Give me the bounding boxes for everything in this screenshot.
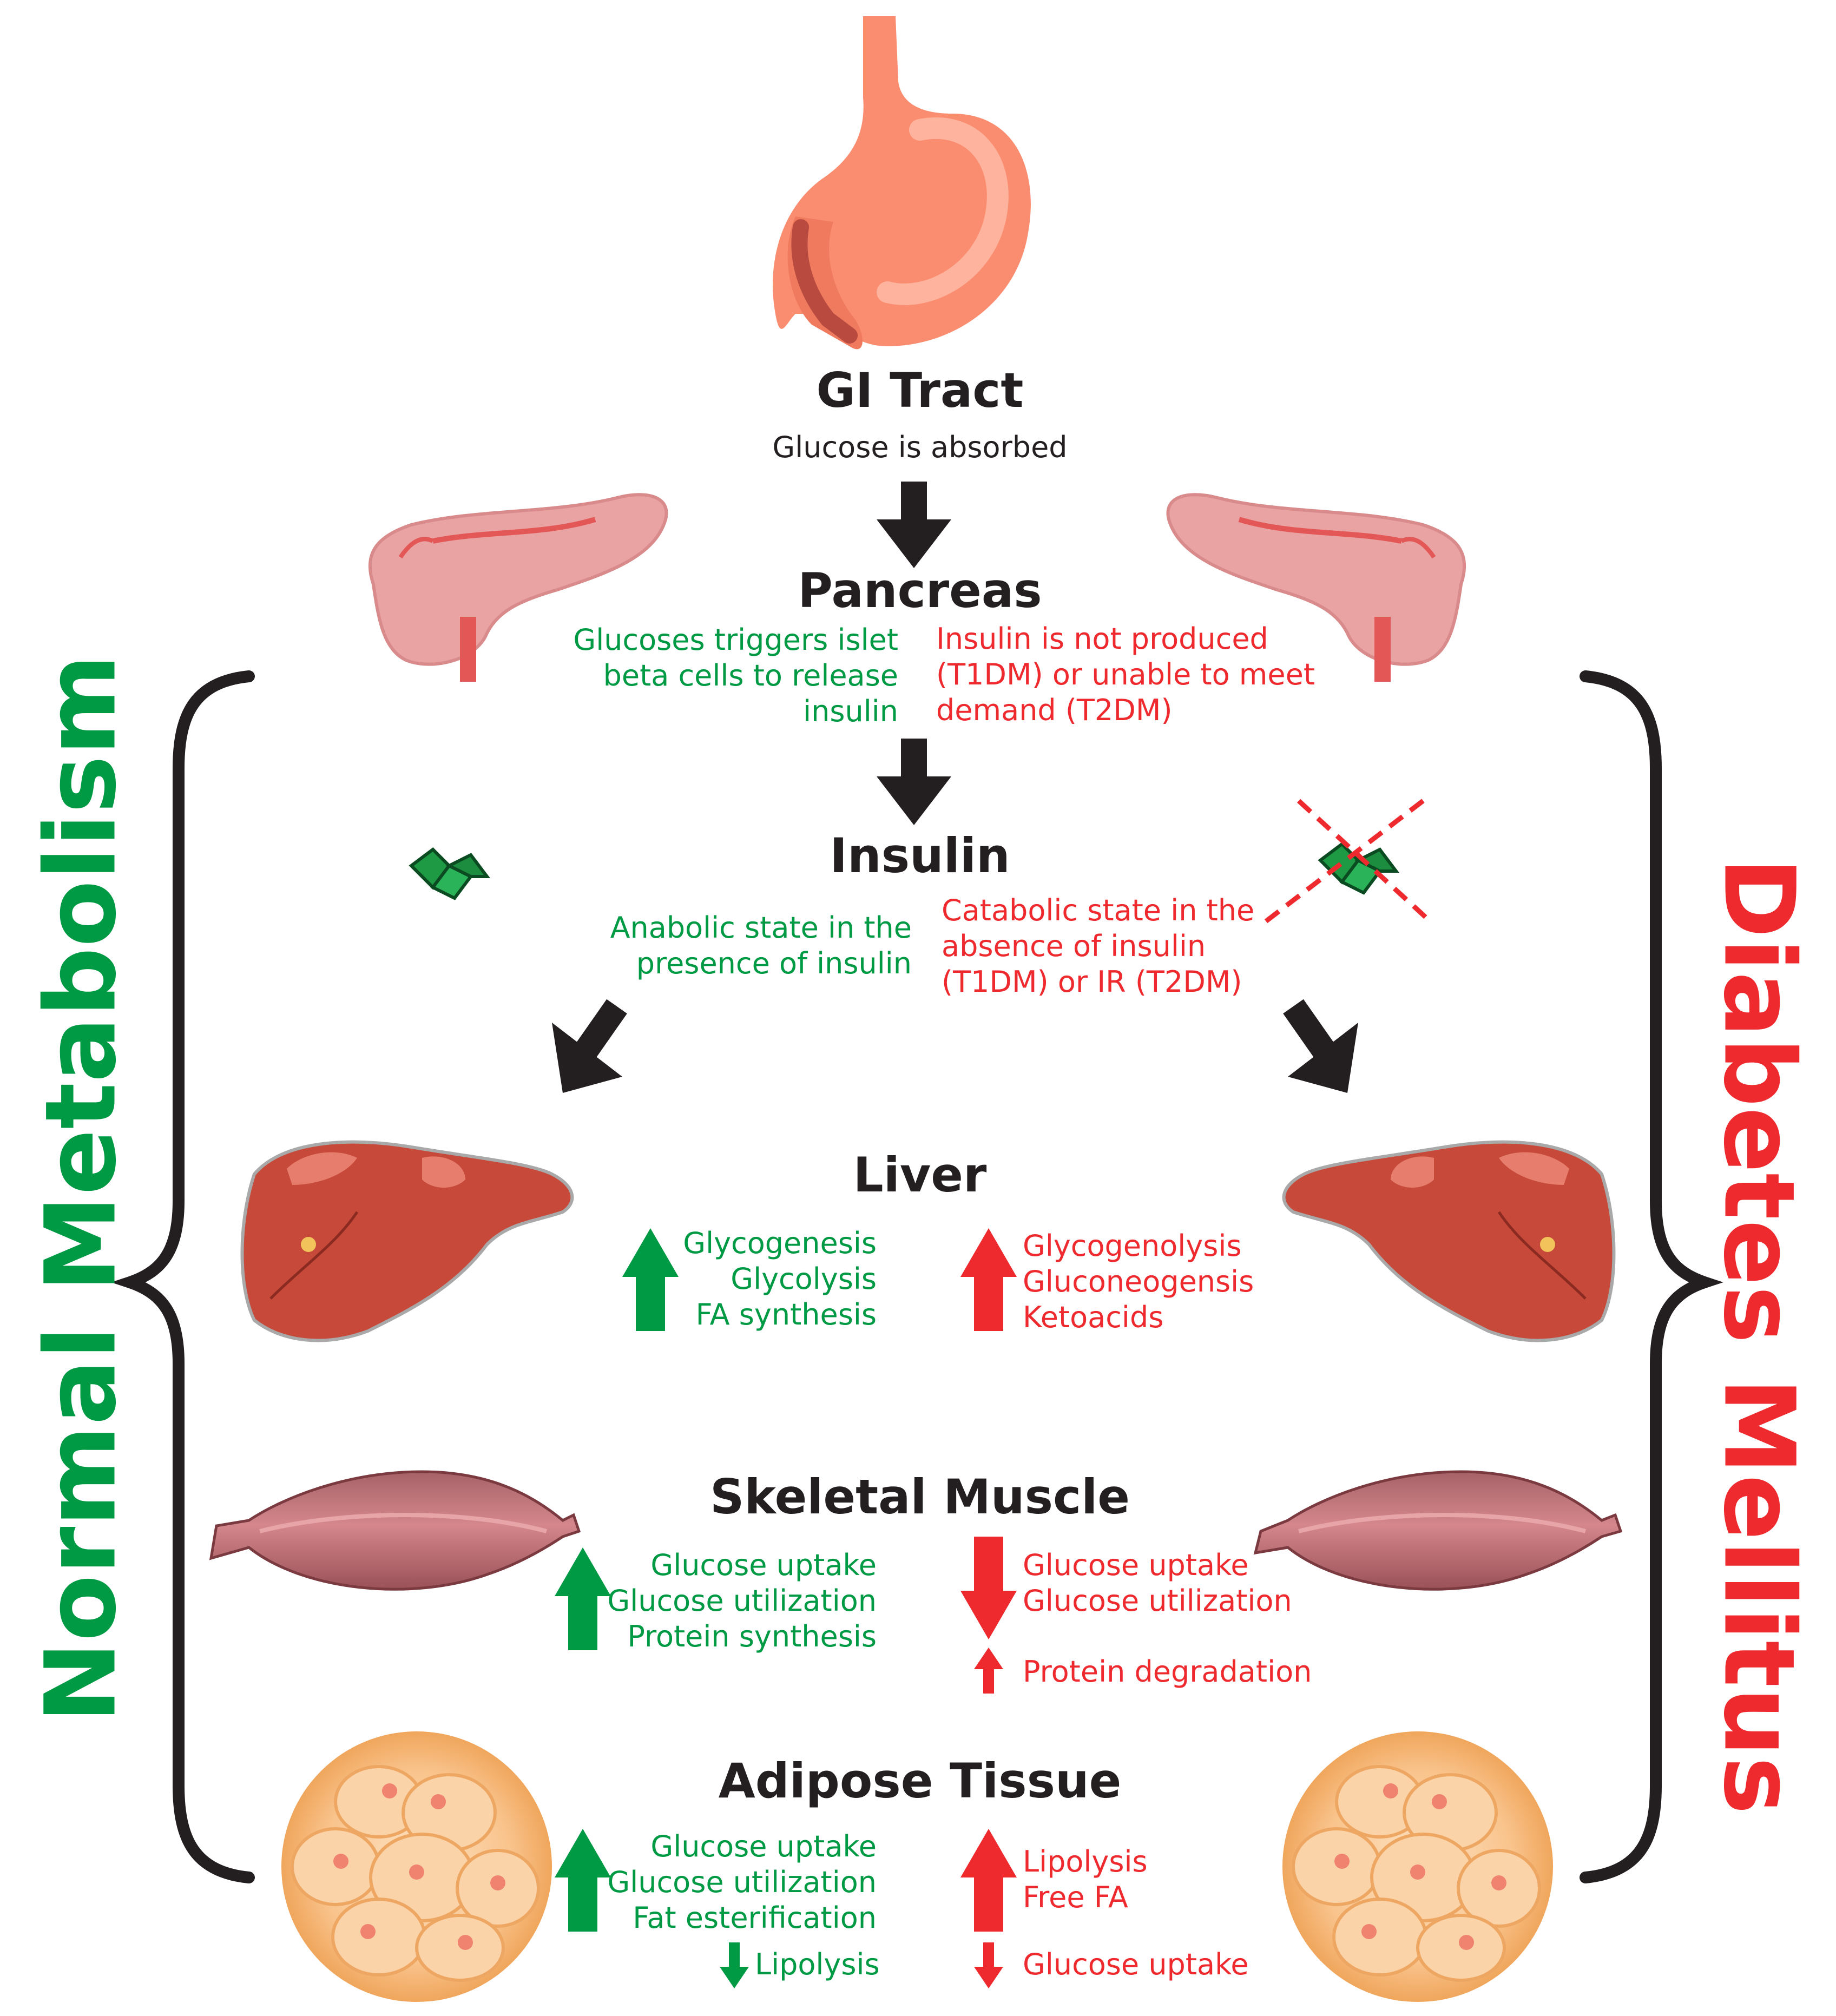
liver-title: Liver	[853, 1147, 987, 1203]
adipose-normal-text: Glucose uptake Glucose utilization Fat e…	[595, 1829, 877, 1936]
liver-normal-text: Glycogenesis Glycolysis FA synthesis	[595, 1226, 877, 1333]
arrow-gi-to-pancreas	[877, 482, 951, 568]
liver-diabetes-line: Gluconeogensis	[1023, 1264, 1254, 1299]
pancreas-normal-line: insulin	[803, 694, 898, 728]
arrow-insulin-to-diabetes	[1283, 999, 1358, 1093]
muscle-normal-line: Glucose utilization	[607, 1584, 877, 1618]
insulin-normal-line: presence of insulin	[636, 946, 912, 980]
liver-up-arrow-red	[960, 1228, 1017, 1331]
insulin-normal-text: Anabolic state in the presence of insuli…	[487, 910, 912, 981]
muscle-normal-line: Glucose uptake	[650, 1548, 877, 1582]
pancreas-title: Pancreas	[798, 563, 1042, 618]
adipose-lipolysis-line: Lipolysis	[755, 1947, 880, 1981]
arrow-insulin-to-normal	[552, 999, 627, 1093]
muscle-diabetes-text: Glucose uptake Glucose utilization	[1023, 1547, 1347, 1619]
gi-tract-title: GI Tract	[816, 363, 1024, 418]
muscle-down-arrow-red	[960, 1537, 1017, 1639]
lipolysis-down-arrow-green	[720, 1942, 749, 1988]
insulin-title: Insulin	[830, 828, 1010, 884]
liver-normal-line: FA synthesis	[695, 1297, 877, 1332]
liver-up-arrow-green	[622, 1228, 679, 1331]
adipose-normal-line: Glucose utilization	[607, 1865, 877, 1899]
gi-tract-subtitle: Glucose is absorbed	[772, 430, 1068, 464]
liver-normal-line: Glycogenesis	[683, 1226, 877, 1260]
protein-degradation-up-arrow	[974, 1648, 1003, 1694]
skeletal-muscle-title: Skeletal Muscle	[710, 1469, 1130, 1525]
normal-metabolism-label: Normal Metabolism	[24, 654, 138, 1723]
muscle-normal-line: Protein synthesis	[627, 1619, 877, 1653]
adipose-icon-left	[281, 1731, 552, 2002]
liver-icon-left	[240, 1140, 574, 1342]
liver-diabetes-line: Ketoacids	[1023, 1300, 1164, 1334]
pancreas-normal-line: Glucoses triggers islet	[573, 623, 898, 657]
muscle-icon-right	[1253, 1470, 1623, 1591]
pancreas-diabetes-line: demand (T2DM)	[936, 693, 1173, 727]
arrow-pancreas-to-insulin	[877, 739, 951, 825]
muscle-normal-text: Glucose uptake Glucose utilization Prote…	[595, 1547, 877, 1655]
diabetes-mellitus-label: Diabetes Mellitus	[1702, 857, 1815, 1815]
muscle-up-arrow-green	[555, 1547, 611, 1650]
insulin-normal-line: Anabolic state in the	[610, 911, 912, 945]
pancreas-normal-text: Glucoses triggers islet beta cells to re…	[487, 622, 898, 729]
protein-degradation-text: Protein degradation	[1023, 1654, 1347, 1690]
adipose-up-arrow-green	[555, 1829, 611, 1932]
stomach-icon	[773, 16, 1031, 350]
adipose-up-arrow-red	[960, 1829, 1017, 1932]
pancreas-normal-line: beta cells to release	[603, 658, 898, 693]
muscle-diabetes-line: Glucose uptake	[1023, 1548, 1249, 1582]
pancreas-icon-left	[368, 493, 668, 682]
insulin-diabetes-line: (T1DM) or IR (T2DM)	[942, 965, 1242, 999]
insulin-diabetes-text: Catabolic state in the absence of insuli…	[942, 893, 1374, 1000]
adipose-diabetes-line: Lipolysis	[1023, 1844, 1148, 1879]
adipose-normal-line: Glucose uptake	[650, 1829, 877, 1863]
adipose-tissue-title: Adipose Tissue	[718, 1753, 1122, 1809]
right-brace	[1580, 670, 1723, 1883]
adipose-glucose-uptake-line: Glucose uptake	[1023, 1947, 1249, 1981]
muscle-diabetes-line: Glucose utilization	[1023, 1584, 1292, 1618]
glucose-uptake-down-arrow-red	[974, 1942, 1003, 1988]
left-brace	[111, 670, 255, 1883]
adipose-normal-line: Fat esterification	[633, 1901, 877, 1935]
insulin-molecule-icon	[409, 847, 490, 900]
liver-normal-line: Glycolysis	[731, 1262, 877, 1296]
adipose-icon-right	[1282, 1731, 1553, 2002]
pancreas-diabetes-line: (T1DM) or unable to meet	[936, 657, 1315, 691]
insulin-diabetes-line: absence of insulin	[942, 929, 1206, 963]
pancreas-icon-right	[1166, 493, 1466, 682]
pancreas-diabetes-line: Insulin is not produced	[936, 622, 1268, 656]
liver-diabetes-text: Glycogenolysis Gluconeogensis Ketoacids	[1023, 1228, 1347, 1335]
muscle-icon-left	[209, 1470, 581, 1591]
liver-icon-right	[1282, 1140, 1616, 1342]
protein-degradation-line: Protein degradation	[1023, 1655, 1312, 1689]
adipose-diabetes-text: Lipolysis Free FA	[1023, 1844, 1347, 1915]
pancreas-diabetes-text: Insulin is not produced (T1DM) or unable…	[936, 621, 1369, 728]
insulin-diabetes-line: Catabolic state in the	[942, 893, 1255, 927]
adipose-diabetes-line: Free FA	[1023, 1880, 1128, 1914]
adipose-glucose-uptake-text: Glucose uptake	[1023, 1947, 1347, 1982]
insulin-absent-icon	[1259, 799, 1431, 927]
liver-diabetes-line: Glycogenolysis	[1023, 1229, 1242, 1263]
adipose-lipolysis-text: Lipolysis	[755, 1947, 917, 1982]
